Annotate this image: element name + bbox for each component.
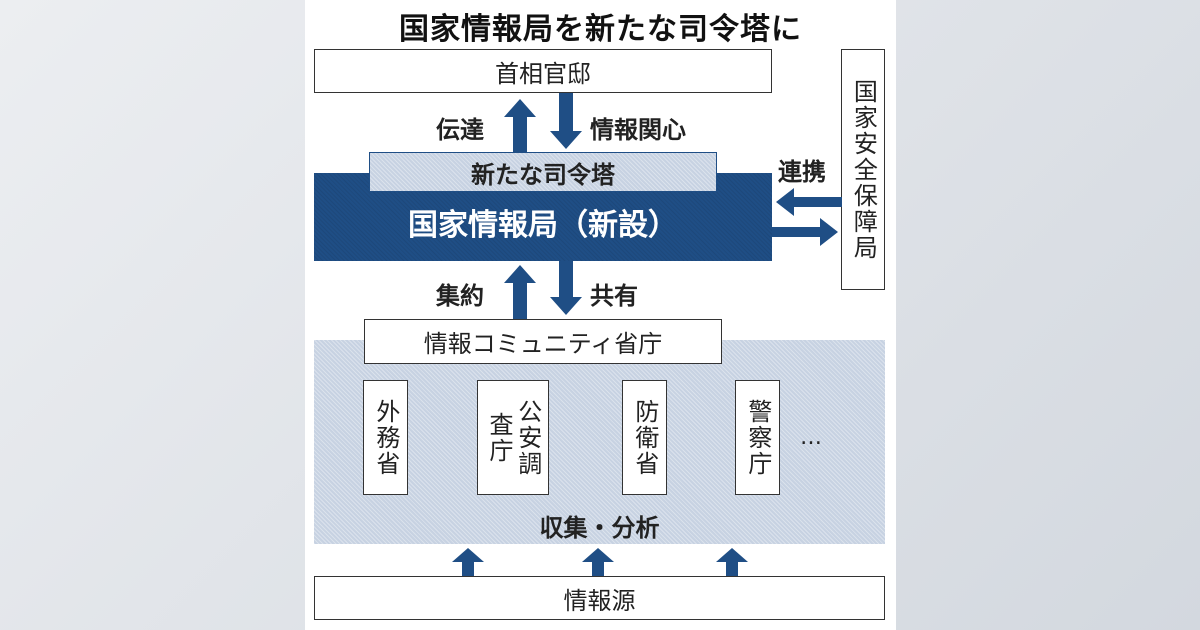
node-nss: 国家安全保障局 <box>841 49 885 290</box>
node-nia: 国家情報局（新設） <box>408 208 678 243</box>
arrow-up-icon <box>716 548 748 576</box>
community-region <box>314 340 885 544</box>
agency-label: 警察庁 <box>743 398 772 477</box>
arrow-down-icon <box>550 93 582 149</box>
node-agency-mofa: 外務省 <box>363 380 408 495</box>
node-agency-mod: 防衛省 <box>622 380 667 495</box>
node-nss-label: 国家安全保障局 <box>849 78 878 261</box>
arrow-left-icon <box>776 188 842 216</box>
arrows-nia-community <box>504 261 582 319</box>
arrows-nia-nss <box>772 188 842 246</box>
node-community: 情報コミュニティ省庁 <box>364 319 722 364</box>
arrow-up-icon <box>504 99 536 153</box>
node-agency-npa: 警察庁 <box>735 380 780 495</box>
arrow-right-icon <box>772 218 838 246</box>
label-collection: 収集・分析 <box>539 514 660 542</box>
label-shuyaku: 集約 <box>436 282 484 310</box>
node-agency-psia: 公安調査庁 <box>477 380 549 495</box>
agency-label: 公安調査庁 <box>485 398 542 477</box>
arrow-up-icon <box>582 548 614 576</box>
label-joho-kanshin: 情報関心 <box>590 116 686 144</box>
arrow-down-icon <box>550 261 582 315</box>
node-sources: 情報源 <box>314 576 885 620</box>
arrows-sources <box>452 548 748 576</box>
diagram-title: 国家情報局を新たな司令塔に <box>399 12 802 47</box>
agencies-ellipsis: … <box>800 425 822 450</box>
node-new-command: 新たな司令塔 <box>369 152 717 192</box>
agency-label: 防衛省 <box>630 398 659 477</box>
label-dentatsu: 伝達 <box>436 116 484 144</box>
arrow-up-icon <box>504 265 536 319</box>
arrow-up-icon <box>452 548 484 576</box>
label-renkei: 連携 <box>778 158 826 186</box>
agency-label: 外務省 <box>371 398 400 477</box>
node-kantei: 首相官邸 <box>314 49 772 93</box>
arrows-kantei-nia <box>504 93 582 153</box>
label-kyoyu: 共有 <box>590 282 638 310</box>
